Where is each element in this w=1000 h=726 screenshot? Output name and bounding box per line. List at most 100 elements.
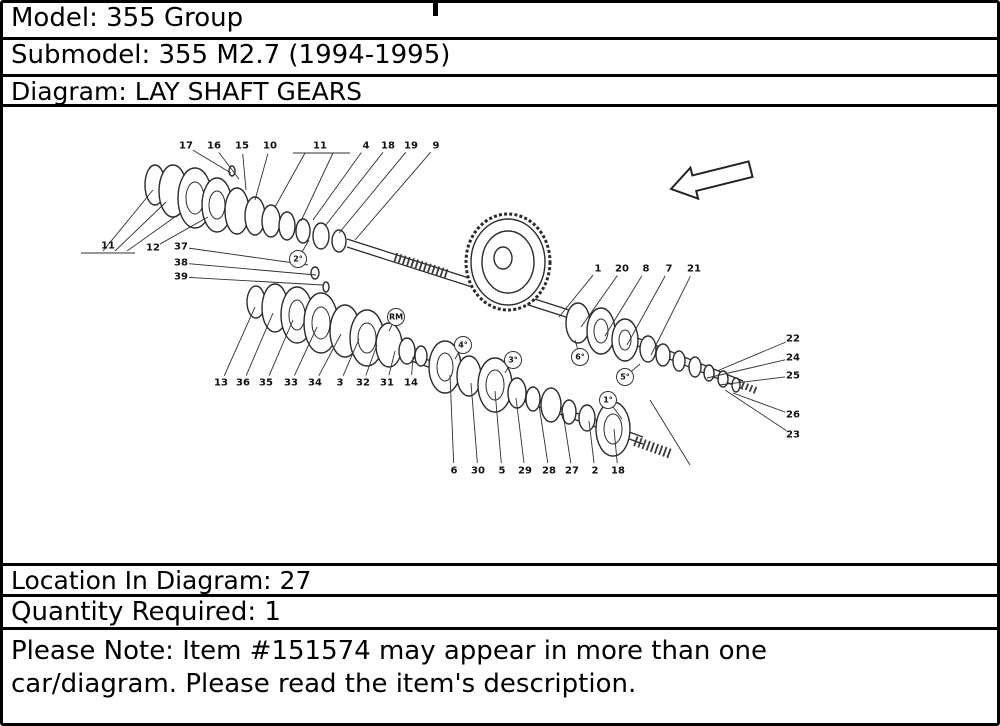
leader-line — [268, 319, 294, 376]
submodel-text: Submodel: 355 M2.7 (1994-1995) — [11, 40, 451, 70]
callout-number: 17 — [179, 141, 193, 152]
leader-line — [354, 151, 432, 241]
gear-position-label: 4° — [458, 341, 468, 350]
submodel-row: Submodel: 355 M2.7 (1994-1995) — [3, 40, 997, 77]
leader-line — [126, 213, 180, 252]
gear-position-label: 5° — [620, 373, 630, 382]
leader-line — [102, 189, 154, 252]
callout-number: 20 — [615, 264, 629, 275]
diagram-title-row: Diagram: LAY SHAFT GEARS — [3, 77, 997, 107]
note-row: Please Note: Item #151574 may appear in … — [3, 630, 997, 723]
callout-number: 27 — [565, 466, 579, 477]
callout-number: 26 — [786, 410, 800, 421]
model-row: Model: 355 Group — [3, 3, 997, 40]
leader-line — [114, 201, 167, 252]
leader-line — [388, 350, 396, 376]
callout-number: 16 — [207, 141, 221, 152]
callout-number: 4 — [363, 141, 370, 152]
callout-number: 24 — [786, 353, 800, 364]
callout-number: 3 — [337, 378, 344, 389]
callout-number: 18 — [381, 141, 395, 152]
leader-line — [218, 152, 240, 180]
callout-number: 31 — [380, 378, 394, 389]
leader-line — [604, 275, 643, 337]
location-row: Location In Diagram: 27 — [3, 566, 997, 597]
leader-line — [626, 275, 666, 346]
leader-line — [558, 274, 594, 318]
leader-line — [293, 326, 318, 376]
location-text: Location In Diagram: 27 — [11, 566, 312, 595]
quantity-row: Quantity Required: 1 — [3, 597, 997, 630]
gear-position-circle — [387, 308, 405, 326]
leader-line — [515, 397, 525, 464]
leader-line — [718, 376, 786, 386]
callout-number: 8 — [643, 264, 650, 275]
callout-number: 13 — [214, 378, 228, 389]
callout-number: 15 — [235, 141, 249, 152]
upper-right-gears — [565, 302, 741, 393]
leader-line — [732, 392, 786, 413]
leader-line — [580, 275, 618, 328]
callout-number: 30 — [471, 466, 485, 477]
callout-number: 38 — [174, 258, 188, 269]
gear-position-label: 2° — [293, 255, 303, 264]
leader-line — [318, 333, 342, 377]
note-line-1: Please Note: Item #151574 may appear in … — [11, 636, 768, 666]
callout-number: 21 — [687, 264, 701, 275]
callout-number: 23 — [786, 430, 800, 441]
gear-position-circle — [599, 391, 617, 409]
leader-line — [338, 151, 407, 234]
gear-position-circle — [289, 250, 307, 268]
leader-line — [411, 356, 414, 376]
callout-number: 37 — [174, 242, 188, 253]
leader-line — [724, 389, 787, 431]
scan-artifact-mark — [433, 3, 438, 16]
quantity-text: Quantity Required: 1 — [11, 597, 281, 627]
leader-line — [223, 306, 256, 376]
leader-line — [188, 263, 317, 276]
leader-line — [300, 152, 334, 222]
lay-shaft-gears-diagram: 1716151011418199111237383913363533343323… — [81, 141, 800, 477]
callout-number: 2 — [592, 466, 599, 477]
leader-line — [613, 428, 618, 464]
callout-number: 18 — [611, 466, 625, 477]
callout-number: 34 — [308, 378, 322, 389]
ring-gear — [464, 212, 552, 312]
leader-line — [449, 374, 455, 464]
leader-line — [706, 359, 786, 379]
callout-number: 28 — [542, 466, 556, 477]
leader-line — [159, 216, 209, 245]
callout-number: 33 — [284, 378, 298, 389]
model-text: Model: 355 Group — [11, 3, 244, 33]
leader-line — [188, 277, 324, 286]
callout-number: 5 — [499, 466, 506, 477]
leader-line — [254, 153, 269, 201]
callout-number: 32 — [356, 378, 370, 389]
leader-line — [562, 412, 572, 464]
gear-position-circle — [616, 368, 634, 386]
callout-number: 11 — [313, 141, 327, 152]
gear-position-circle — [504, 351, 522, 369]
gear-position-circle — [571, 348, 589, 366]
leader-line — [538, 404, 549, 464]
callout-number: 7 — [666, 264, 673, 275]
leader-line — [274, 152, 306, 208]
leader-line — [245, 312, 274, 376]
leader-line — [650, 275, 691, 356]
leader-line — [365, 344, 378, 376]
lower-gear-stack — [246, 266, 631, 457]
callout-number: 39 — [174, 272, 188, 283]
leader-line — [494, 390, 502, 464]
leader-line — [192, 149, 232, 174]
callout-number: 12 — [146, 243, 160, 254]
gear-position-label: 6° — [575, 353, 585, 362]
callout-number: 22 — [786, 334, 800, 345]
leader-line — [312, 152, 362, 221]
gear-position-circle — [454, 336, 472, 354]
callout-number: 35 — [259, 378, 273, 389]
callout-number: 36 — [236, 378, 250, 389]
note-line-2: car/diagram. Please read the item's desc… — [11, 669, 637, 700]
